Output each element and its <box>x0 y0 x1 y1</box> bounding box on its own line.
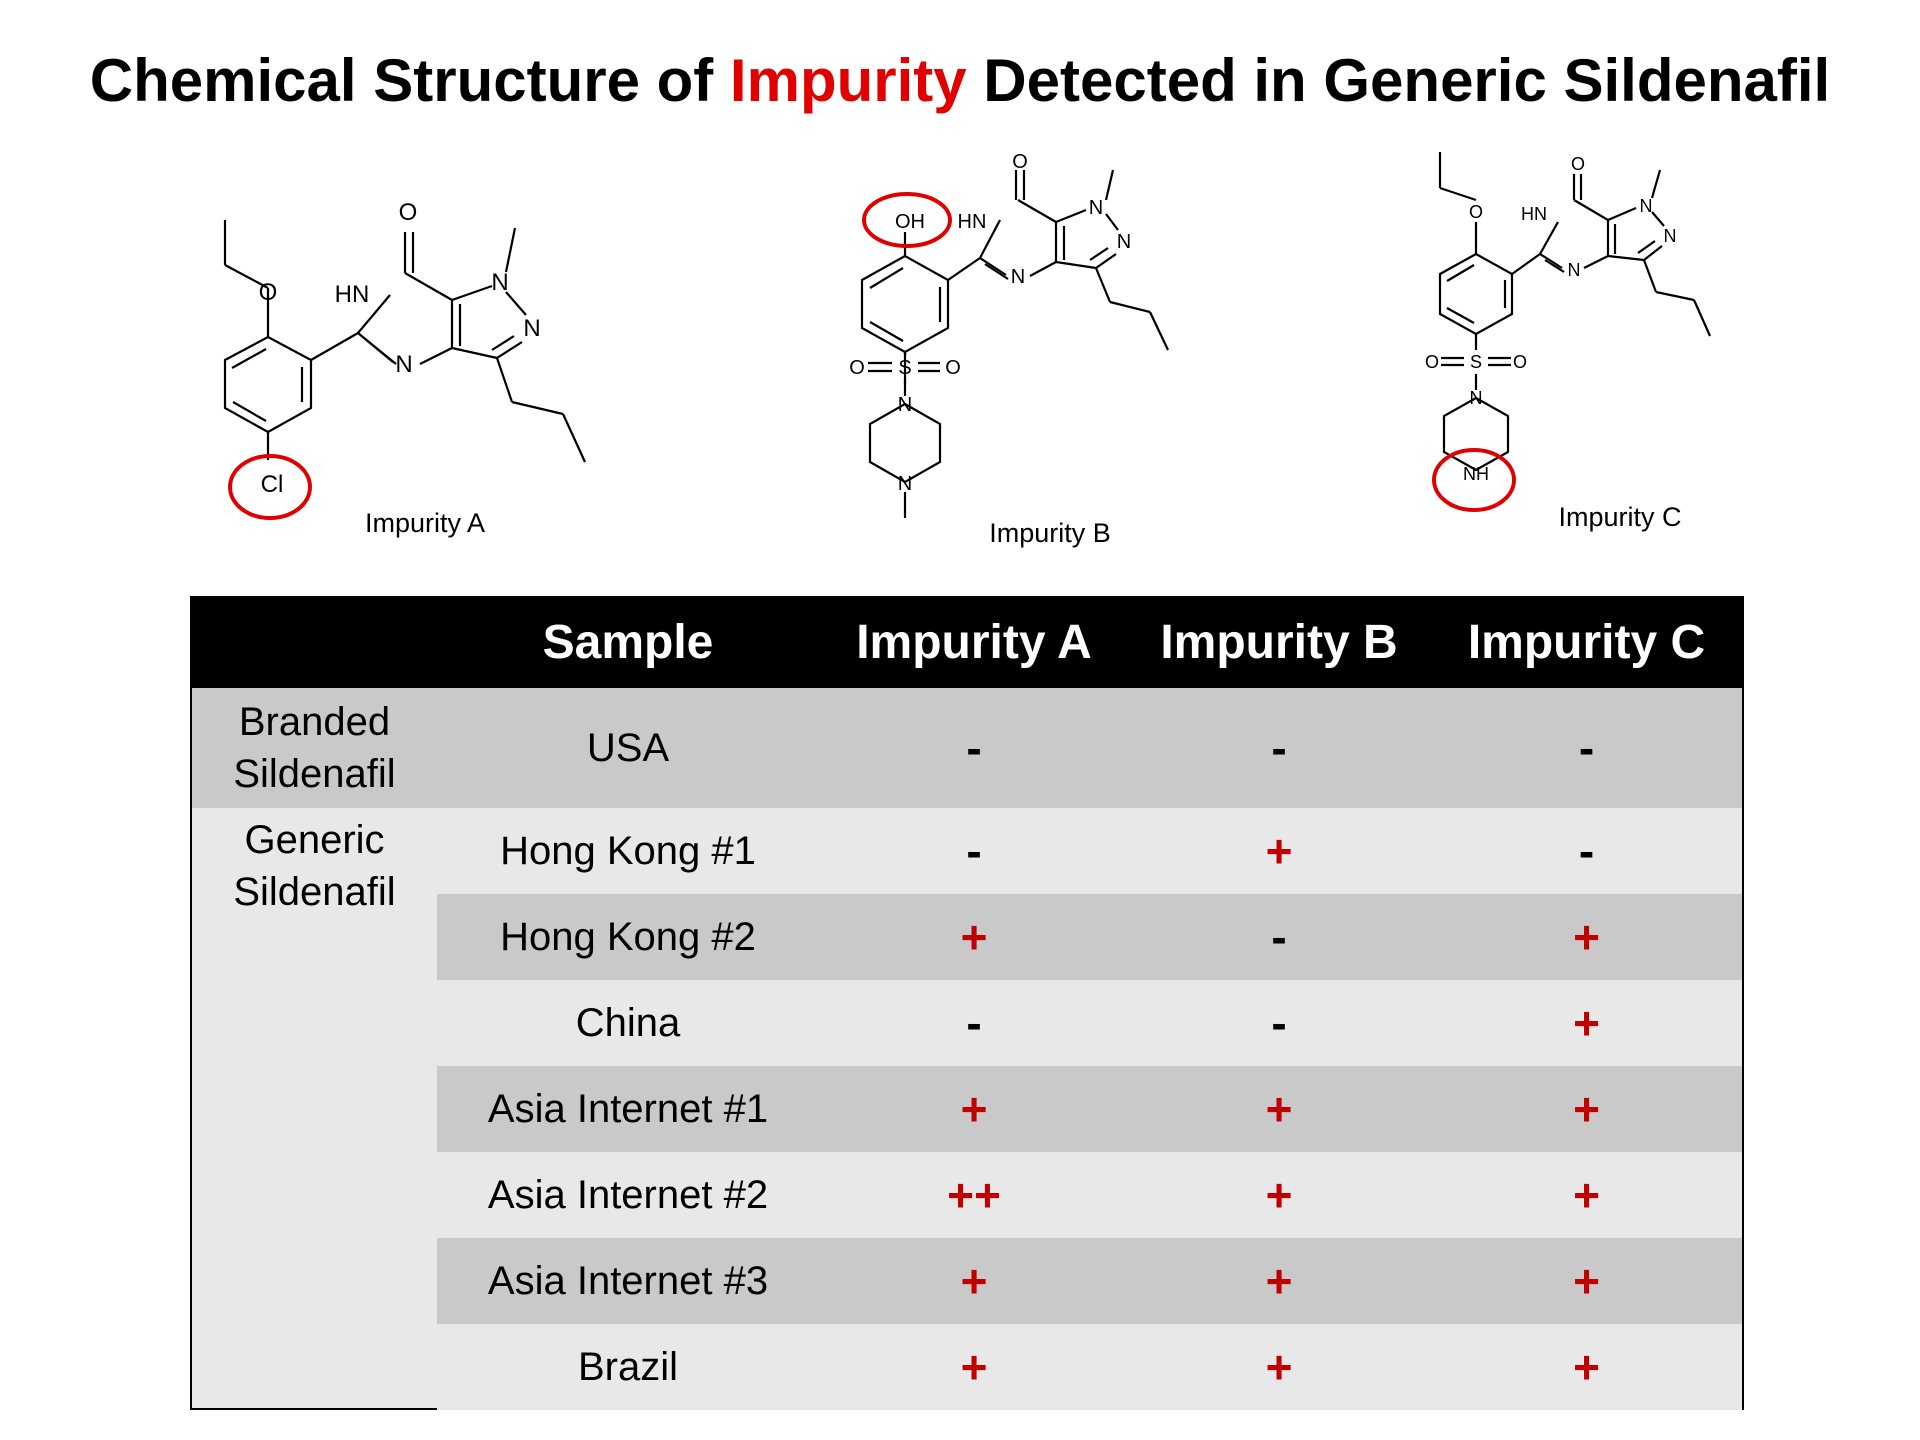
sample-cell: USA <box>586 726 670 770</box>
impurity-table: Sample Impurity A Impurity B Impurity C … <box>190 596 1744 1410</box>
impurity-b-cell: + <box>1265 1255 1293 1307</box>
svg-text:N: N <box>523 315 540 342</box>
svg-text:N: N <box>491 269 508 296</box>
svg-text:S: S <box>898 357 911 379</box>
table-row: Asia Internet #1 + + + <box>437 1066 1742 1152</box>
caption-impurity-c: Impurity C <box>1558 502 1681 532</box>
svg-text:N: N <box>1640 196 1653 216</box>
piperazine-ring-b <box>868 402 942 484</box>
impurity-c-cell: - <box>1578 825 1595 877</box>
impurity-b-cell: - <box>1271 722 1287 774</box>
table-header: Sample Impurity A Impurity B Impurity C <box>192 598 1742 688</box>
impurity-b-cell: + <box>1265 1341 1293 1393</box>
svg-text:O: O <box>259 279 278 306</box>
piperazine-ring-c <box>1442 396 1510 472</box>
svg-text:O: O <box>1513 352 1527 372</box>
table-row: Asia Internet #2++++ <box>437 1152 1742 1238</box>
impurity-c-cell: + <box>1573 911 1600 963</box>
svg-text:N: N <box>898 473 912 495</box>
hydroxyl-group: OH <box>895 211 925 233</box>
impurity-a-cell: + <box>960 1083 988 1135</box>
structure-impurity-a: O HN O N N N Cl Impurity A <box>223 199 586 538</box>
structure-impurity-b: OH HN O N N N S O O N N Impurity B <box>849 151 1169 548</box>
sample-cell: Hong Kong #1 <box>500 829 756 873</box>
svg-text:N: N <box>395 351 412 378</box>
chemical-structures: O HN O N N N Cl Impurity A <box>223 151 1712 548</box>
group-generic: Generic Sildenafil <box>233 818 396 914</box>
impurity-b-cell: + <box>1265 1083 1293 1135</box>
impurity-a-cell: + <box>960 1255 988 1307</box>
impurity-a-cell: ++ <box>947 1169 1001 1221</box>
impurity-a-cell: - <box>966 997 982 1049</box>
amine-group: NH <box>1463 464 1489 484</box>
table-row: Brazil + + + <box>437 1324 1742 1410</box>
sample-cell: Hong Kong #2 <box>500 915 756 959</box>
header-group <box>192 598 437 688</box>
table-row: Hong Kong #1 - + - <box>437 808 1742 894</box>
structure-impurity-c: O HN O N N N S O O N NH Impurity C <box>1425 152 1712 532</box>
benzene-ring-c <box>1438 252 1514 336</box>
svg-text:HN: HN <box>335 281 370 308</box>
title-suffix: Detected in Generic Sildenafil <box>966 47 1831 114</box>
svg-text:N: N <box>1011 266 1025 288</box>
sample-cell: Asia Internet #2 <box>487 1173 769 1217</box>
impurity-c-cell: - <box>1578 722 1595 774</box>
sample-cell: Asia Internet #1 <box>487 1087 769 1131</box>
svg-text:O: O <box>399 199 418 226</box>
impurity-c-cell: + <box>1573 1169 1600 1221</box>
svg-text:S: S <box>1470 352 1482 372</box>
page-title: Chemical Structure of Impurity Detected … <box>0 46 1920 115</box>
benzene-ring-b <box>860 254 950 354</box>
svg-text:HN: HN <box>1521 204 1547 224</box>
table-row: USA - - - <box>192 688 1742 808</box>
benzene-ring-a <box>223 335 313 434</box>
sample-cell: Asia Internet #3 <box>487 1259 769 1303</box>
svg-text:O: O <box>849 357 865 379</box>
svg-text:O: O <box>1571 154 1585 174</box>
header-sample: Sample <box>542 616 714 669</box>
group-branded: Branded Sildenafil <box>233 700 396 796</box>
highlight-circle-c <box>1432 448 1516 512</box>
table-row: Hong Kong #2 + - + <box>437 894 1742 980</box>
caption-impurity-a: Impurity A <box>365 508 485 538</box>
table-row: China - - + <box>437 980 1742 1066</box>
impurity-a-cell: - <box>966 825 982 877</box>
impurity-a-cell: + <box>960 911 988 963</box>
sample-cell: Brazil <box>577 1345 679 1389</box>
header-impurity-b: Impurity B <box>1160 616 1398 669</box>
caption-impurity-b: Impurity B <box>989 518 1111 548</box>
table-row: Asia Internet #3 + + + <box>437 1238 1742 1324</box>
svg-text:HN: HN <box>958 211 987 233</box>
impurity-a-cell: - <box>966 722 982 774</box>
impurity-b-cell: - <box>1271 911 1287 963</box>
highlight-circle-a <box>228 454 312 520</box>
svg-text:O: O <box>945 357 961 379</box>
svg-text:N: N <box>1089 197 1103 219</box>
svg-text:O: O <box>1425 352 1439 372</box>
impurity-b-cell: - <box>1271 997 1287 1049</box>
header-impurity-c: Impurity C <box>1467 616 1706 669</box>
highlight-circle-b <box>862 192 952 248</box>
sample-cell: China <box>575 1001 681 1045</box>
impurity-c-cell: + <box>1573 997 1600 1049</box>
svg-text:N: N <box>1470 388 1483 408</box>
impurity-c-cell: + <box>1573 1341 1600 1393</box>
title-highlight: Impurity <box>729 47 967 114</box>
impurity-b-cell: + <box>1265 1169 1293 1221</box>
svg-text:N: N <box>1664 226 1677 246</box>
title-prefix: Chemical Structure of <box>89 47 730 114</box>
impurity-a-cell: + <box>960 1341 988 1393</box>
svg-text:O: O <box>1012 151 1028 173</box>
impurity-c-cell: + <box>1573 1255 1600 1307</box>
svg-text:N: N <box>1568 260 1581 280</box>
impurity-c-cell: + <box>1573 1083 1600 1135</box>
header-impurity-a: Impurity A <box>856 616 1092 669</box>
chloro-group: Cl <box>261 471 284 498</box>
impurity-b-cell: + <box>1265 825 1293 877</box>
svg-text:N: N <box>898 394 912 416</box>
svg-text:N: N <box>1117 231 1131 253</box>
svg-text:O: O <box>1469 202 1483 222</box>
